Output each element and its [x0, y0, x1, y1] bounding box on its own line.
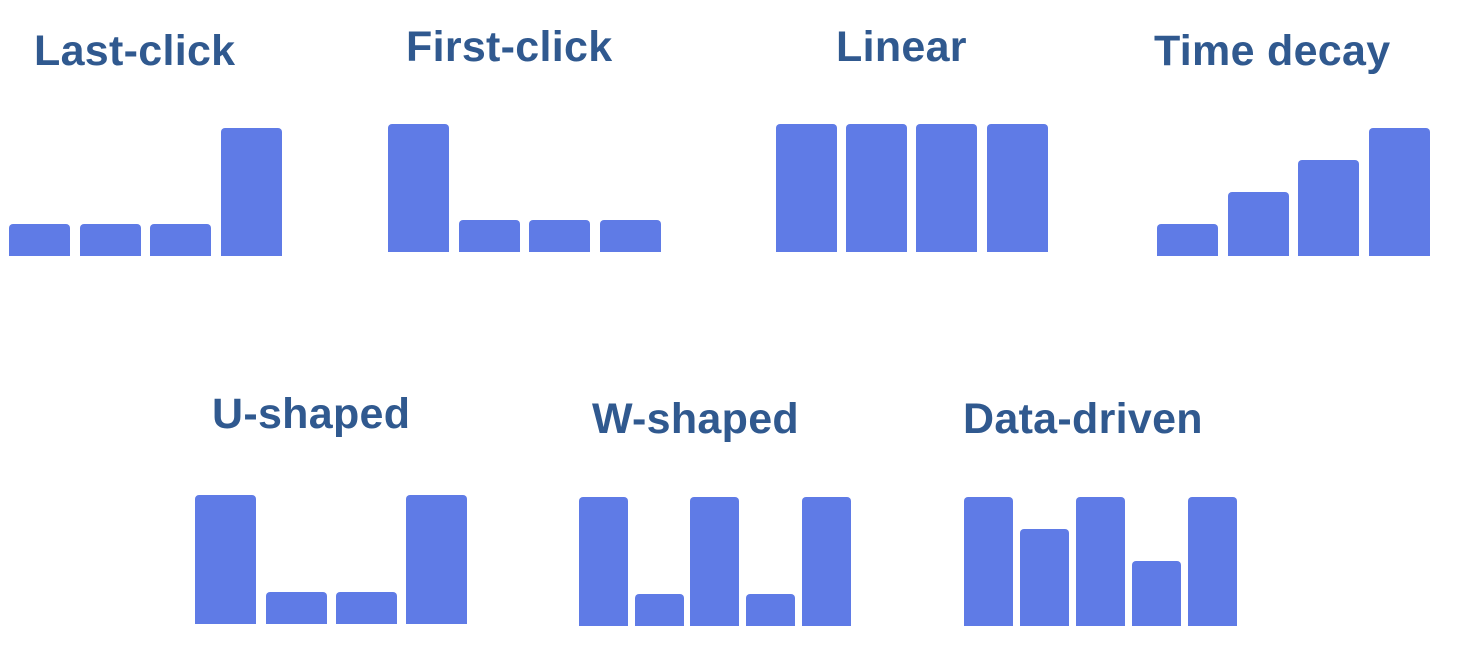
bar: [266, 592, 327, 624]
bar: [776, 124, 837, 252]
chart-title: Data-driven: [963, 395, 1203, 443]
bar: [336, 592, 397, 624]
bar: [1076, 497, 1125, 626]
bar: [600, 220, 661, 252]
bar: [987, 124, 1048, 252]
bar: [1157, 224, 1218, 256]
bar: [1369, 128, 1430, 256]
bar: [406, 495, 467, 624]
chart-title: Time decay: [1154, 27, 1391, 75]
bar: [1188, 497, 1237, 626]
bar: [916, 124, 977, 252]
bar: [746, 594, 795, 626]
bar: [846, 124, 907, 252]
bar: [9, 224, 70, 256]
bar: [459, 220, 520, 252]
bar: [80, 224, 141, 256]
bar: [964, 497, 1013, 626]
bar: [195, 495, 256, 624]
bar: [529, 220, 590, 252]
bar: [1228, 192, 1289, 256]
chart-title: Last-click: [34, 27, 236, 75]
bar: [1020, 529, 1069, 626]
bar: [802, 497, 851, 626]
bar: [690, 497, 739, 626]
bar: [1132, 561, 1181, 626]
chart-title: Linear: [836, 23, 967, 71]
bar: [221, 128, 282, 256]
bar: [579, 497, 628, 626]
bar: [388, 124, 449, 252]
bar: [1298, 160, 1359, 256]
chart-title: U-shaped: [212, 390, 411, 438]
chart-title: W-shaped: [592, 395, 799, 443]
bar: [635, 594, 684, 626]
chart-title: First-click: [406, 23, 613, 71]
bar: [150, 224, 211, 256]
